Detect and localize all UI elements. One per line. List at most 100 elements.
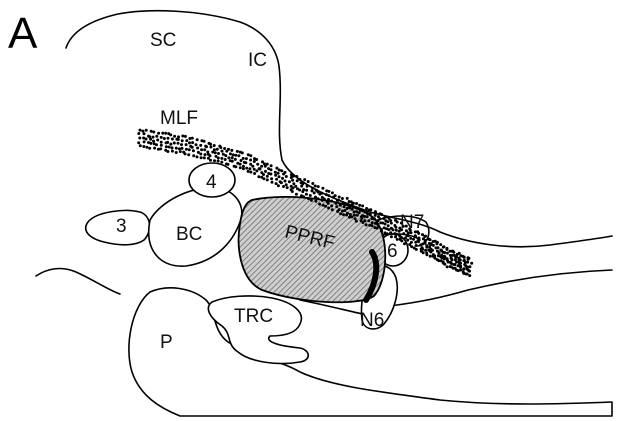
mlf-dot: [373, 217, 376, 220]
mlf-dot: [138, 137, 141, 140]
mlf-dot: [453, 263, 456, 266]
mlf-dot: [234, 154, 237, 157]
mlf-dot: [270, 164, 273, 167]
label-sc: SC: [150, 30, 176, 51]
mlf-dot: [387, 224, 390, 227]
mlf-dot: [380, 213, 383, 216]
mlf-dot: [352, 202, 355, 205]
mlf-dot: [437, 252, 440, 255]
mlf-dot: [307, 180, 310, 183]
mlf-dot: [160, 141, 163, 144]
mlf-dot: [395, 233, 398, 236]
mlf-dot: [280, 181, 283, 184]
mlf-dot: [192, 149, 195, 152]
mlf-dot: [335, 202, 338, 205]
mlf-dot: [171, 138, 174, 141]
mlf-dot: [223, 147, 226, 150]
mlf-dot: [361, 204, 364, 207]
mlf-dot: [331, 208, 334, 211]
mlf-dot: [239, 166, 242, 169]
mlf-dot: [437, 246, 440, 249]
mlf-dot: [241, 151, 244, 154]
mlf-dot: [439, 243, 442, 246]
mlf-dot: [184, 135, 187, 138]
mlf-dot: [203, 140, 206, 143]
mlf-dot: [403, 242, 406, 245]
mlf-dot: [291, 190, 294, 193]
mlf-dot: [163, 137, 166, 140]
mlf-dot: [355, 202, 358, 205]
mlf-dot: [139, 144, 142, 147]
mlf-dot: [286, 186, 289, 189]
mlf-dot: [371, 221, 374, 224]
mlf-dot: [262, 177, 265, 180]
mlf-dot: [152, 136, 155, 139]
label-mlf: MLF: [160, 108, 198, 129]
mlf-dot: [274, 171, 277, 174]
mlf-dot: [423, 235, 426, 238]
mlf-dot: [367, 219, 370, 222]
mlf-dot: [343, 202, 346, 205]
mlf-dot: [358, 204, 361, 207]
mlf-dot: [455, 261, 458, 264]
mlf-dot: [360, 217, 363, 220]
mlf-dot: [195, 143, 198, 146]
mlf-dot: [310, 199, 313, 202]
mlf-dot: [196, 138, 199, 141]
mlf-dot: [339, 212, 342, 215]
mlf-dot: [412, 238, 415, 241]
mlf-dot: [433, 254, 436, 257]
mlf-dot: [219, 146, 222, 149]
mlf-dot: [214, 151, 217, 154]
mlf-dot: [209, 159, 212, 162]
mlf-dot: [389, 219, 392, 222]
label-p: P: [160, 332, 173, 353]
mlf-dot: [251, 165, 254, 168]
mlf-dot: [443, 263, 446, 266]
mlf-dot: [245, 167, 248, 170]
mlf-dot: [346, 212, 349, 215]
mlf-dot: [346, 197, 349, 200]
mlf-dot: [175, 147, 178, 150]
mlf-dot: [253, 160, 256, 163]
mlf-dot: [284, 171, 287, 174]
mlf-dot: [353, 214, 356, 217]
mlf-dot: [166, 150, 169, 153]
label-trc: TRC: [234, 306, 273, 327]
mlf-dot: [396, 221, 399, 224]
mlf-dot: [274, 174, 277, 177]
mlf-dot: [374, 212, 377, 215]
mlf-dot: [165, 145, 168, 148]
mlf-dot: [353, 210, 356, 213]
mlf-dot: [192, 154, 195, 157]
mlf-dot: [185, 148, 188, 151]
mlf-dot: [209, 154, 212, 157]
mlf-dot: [318, 203, 321, 206]
mlf-dot: [352, 205, 355, 208]
mlf-dot: [410, 241, 413, 244]
mlf-dot: [371, 224, 374, 227]
mlf-dot: [338, 208, 341, 211]
mlf-dot: [366, 212, 369, 215]
mlf-dot: [227, 156, 230, 159]
mlf-dot: [141, 130, 144, 133]
mlf-dot: [199, 153, 202, 156]
mlf-dot: [209, 146, 212, 149]
mlf-dot: [400, 236, 403, 239]
mlf-dot: [435, 242, 438, 245]
mlf-dot: [203, 156, 206, 159]
mlf-dot: [292, 186, 295, 189]
mlf-dot: [148, 147, 151, 150]
mlf-dot: [173, 135, 176, 138]
mlf-dot: [155, 135, 158, 138]
mlf-dot: [432, 244, 435, 247]
mlf-dot: [181, 147, 184, 150]
mlf-dot: [327, 207, 330, 210]
mlf-dot: [260, 165, 263, 168]
mlf-dot: [390, 235, 393, 238]
mlf-dot: [331, 191, 334, 194]
mlf-dot: [237, 154, 240, 157]
mlf-dot: [231, 156, 234, 159]
mlf-dot: [166, 141, 169, 144]
